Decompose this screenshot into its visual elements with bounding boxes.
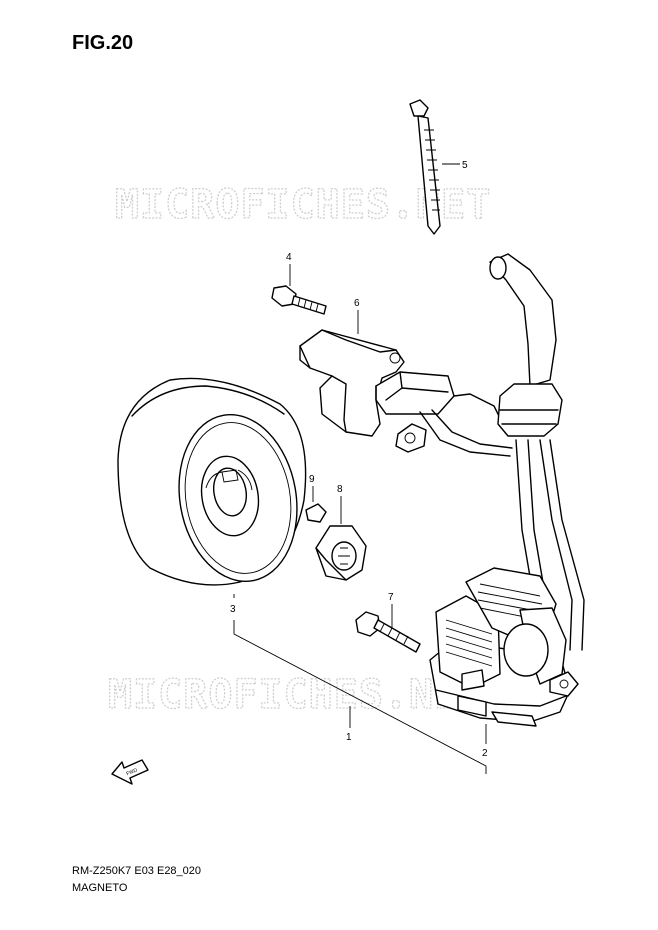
bolt-7-part[interactable] <box>355 611 421 653</box>
figure-name: MAGNETO <box>72 882 128 894</box>
rotor-part[interactable] <box>117 377 310 590</box>
callout-7: 7 <box>388 592 394 603</box>
cable-tie-part[interactable] <box>409 99 441 235</box>
watermark-bottom: MICROFICHES.NET <box>108 672 484 718</box>
bolt-4-part[interactable] <box>271 285 327 315</box>
callout-3: 3 <box>230 604 236 615</box>
connector-part[interactable] <box>375 371 513 457</box>
forward-arrow-icon: FWD <box>111 759 149 785</box>
figure-title: FIG.20 <box>72 32 134 54</box>
callout-1: 1 <box>346 732 352 743</box>
bracket-part[interactable] <box>299 329 405 437</box>
callout-9: 9 <box>309 474 315 485</box>
callout-8: 8 <box>337 484 343 495</box>
callout-5: 5 <box>462 160 468 171</box>
callout-6: 6 <box>354 298 360 309</box>
figure-code: RM-Z250K7 E03 E28_020 <box>72 865 202 877</box>
key-part[interactable] <box>305 503 327 523</box>
callout-2: 2 <box>482 748 488 759</box>
nut-part[interactable] <box>315 525 367 581</box>
leader-lines <box>233 163 487 774</box>
forward-arrow-label: FWD <box>126 767 139 777</box>
callout-4: 4 <box>286 252 292 263</box>
stator-part[interactable] <box>429 567 579 727</box>
